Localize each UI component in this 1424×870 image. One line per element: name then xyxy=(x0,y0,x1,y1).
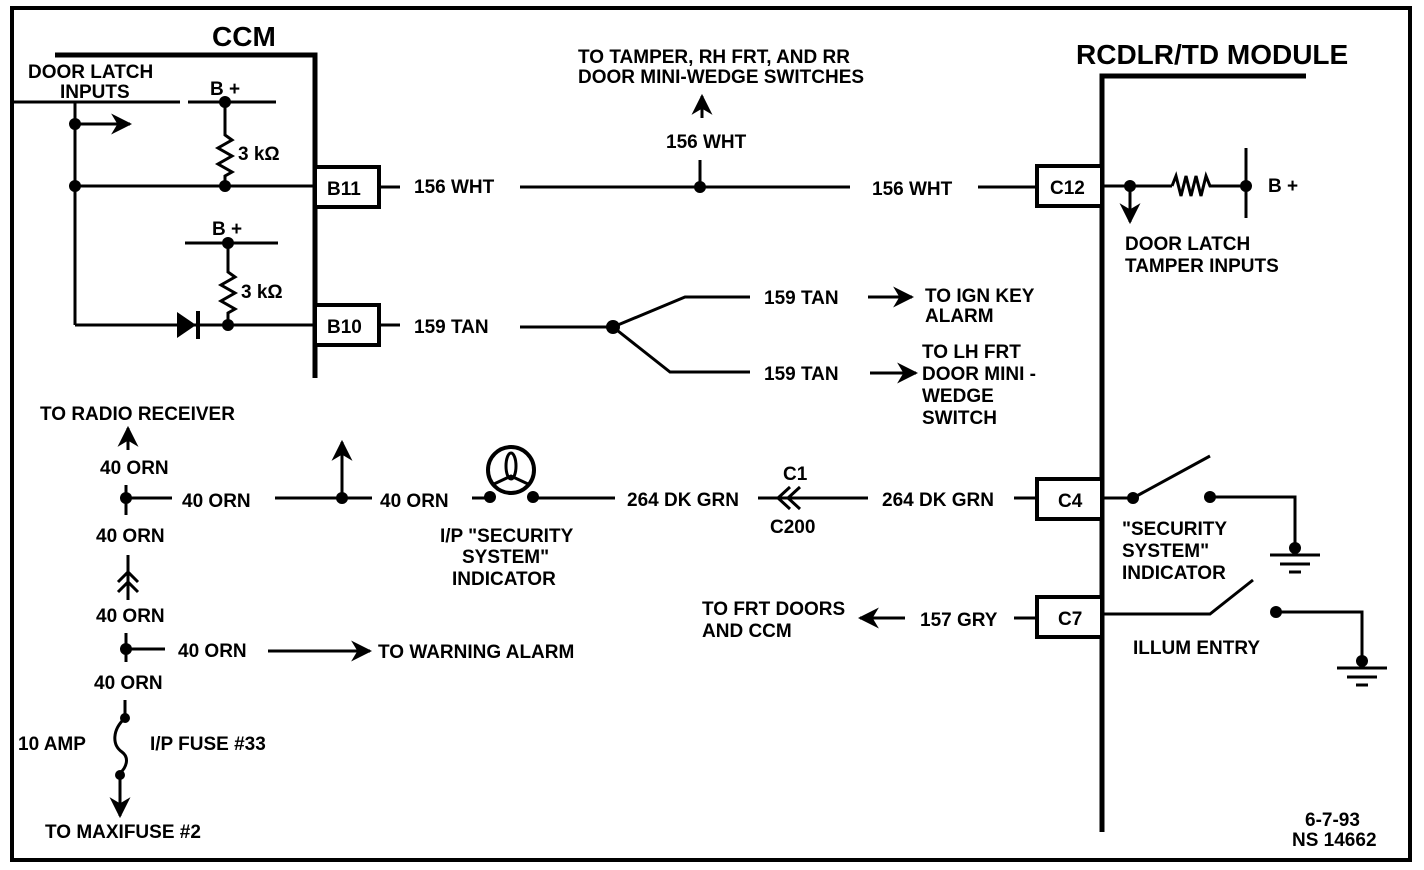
tamper-inputs-line-1: DOOR LATCH xyxy=(1125,234,1250,255)
rcdlr-module: RCDLR/TD MODULE C12 B + DOOR LATCH TAMPE… xyxy=(1035,39,1387,832)
lamp-filament xyxy=(504,451,518,481)
tamper-dest-line-2: DOOR MINI-WEDGE SWITCHES xyxy=(578,67,864,88)
ip-indicator-line-1: I/P "SECURITY xyxy=(440,526,574,547)
frt-doors-dest-line-1: TO FRT DOORS xyxy=(702,599,845,620)
footer-ref: NS 14662 xyxy=(1292,830,1377,851)
wire-159-main-label: 159 TAN xyxy=(414,317,489,338)
junction-dot xyxy=(1240,180,1252,192)
fuse-name-label: I/P FUSE #33 xyxy=(150,734,266,755)
tamper-inputs-line-2: TAMPER INPUTS xyxy=(1125,256,1279,277)
security-switch-icon xyxy=(1132,454,1211,500)
illum-entry-switch-icon xyxy=(1102,578,1254,616)
diagram-frame xyxy=(10,6,1412,862)
wire-40-bottom-label: 40 ORN xyxy=(94,673,163,694)
wire-40-h2-label: 40 ORN xyxy=(380,491,449,512)
ip-indicator-line-3: INDICATOR xyxy=(452,569,556,590)
lh-frt-dest-line-1: TO LH FRT xyxy=(922,342,1021,363)
junction-dot xyxy=(222,319,234,331)
wire-40-h3-label: 40 ORN xyxy=(178,641,247,662)
wire-159-lower-label: 159 TAN xyxy=(764,364,839,385)
wire-264-right-label: 264 DK GRN xyxy=(882,490,994,511)
wire-264-left-label: 264 DK GRN xyxy=(627,490,739,511)
security-switch-line-3: INDICATOR xyxy=(1122,563,1226,584)
b-plus-label-1: B + xyxy=(210,79,240,100)
ign-key-dest-line-2: ALARM xyxy=(925,306,994,327)
inline-connector-bottom-label: C200 xyxy=(770,517,815,538)
rcdlr-b-plus-label: B + xyxy=(1268,176,1298,197)
footer-date: 6-7-93 xyxy=(1305,810,1360,831)
fuse-rating-label: 10 AMP xyxy=(18,734,86,755)
rcdlr-title: RCDLR/TD MODULE xyxy=(1076,39,1348,70)
connector-c4-label: C4 xyxy=(1058,491,1083,512)
ip-indicator-line-2: SYSTEM" xyxy=(462,547,549,568)
resistor-label-1: 3 kΩ xyxy=(238,144,280,165)
lamp-terminal-dot xyxy=(484,491,496,503)
connector-b10-label: B10 xyxy=(327,317,362,338)
resistor-label-2: 3 kΩ xyxy=(241,282,283,303)
inline-connector-icon xyxy=(775,485,802,511)
wire-157-label: 157 GRY xyxy=(920,610,998,631)
pullup-resistor-icon xyxy=(1170,171,1245,197)
security-switch-line-1: "SECURITY xyxy=(1122,519,1227,540)
radio-dest-label: TO RADIO RECEIVER xyxy=(40,404,235,425)
ccm-title: CCM xyxy=(212,21,276,52)
ip-security-indicator: I/P "SECURITY SYSTEM" INDICATOR xyxy=(440,445,574,590)
wire-branch-lower xyxy=(612,325,750,374)
wire-159-upper-label: 159 TAN xyxy=(764,288,839,309)
circuit-264-dk-grn: 264 DK GRN C1 C200 264 DK GRN xyxy=(533,464,1035,538)
diode-icon xyxy=(177,312,196,338)
connector-b11 xyxy=(313,165,381,209)
lh-frt-dest-line-2: DOOR MINI - xyxy=(922,364,1036,385)
wire-40-mid-label: 40 ORN xyxy=(96,526,165,547)
ign-key-dest-line-1: TO IGN KEY xyxy=(925,286,1035,307)
ground-icon xyxy=(1337,666,1387,687)
connector-c12-label: C12 xyxy=(1050,178,1085,199)
ground-dot xyxy=(1289,542,1301,554)
connector-b10 xyxy=(313,303,381,347)
door-latch-label-2: INPUTS xyxy=(60,82,130,103)
wire-40-top-label: 40 ORN xyxy=(100,458,169,479)
illum-entry-label: ILLUM ENTRY xyxy=(1133,638,1260,659)
inline-connector-top-label: C1 xyxy=(783,464,808,485)
fuse-icon xyxy=(113,716,128,775)
circuit-159-tan: 159 TAN 159 TAN TO IGN KEY ALARM 159 TAN… xyxy=(381,286,1036,429)
frt-doors-dest-line-2: AND CCM xyxy=(702,621,792,642)
wire-segment xyxy=(1210,495,1297,548)
warning-dest-label: TO WARNING ALARM xyxy=(378,642,574,663)
ccm-boundary xyxy=(55,52,318,378)
wire-156-left-label: 156 WHT xyxy=(414,177,495,198)
circuit-157-gry: TO FRT DOORS AND CCM 157 GRY xyxy=(702,599,1035,642)
b-plus-label-2: B + xyxy=(212,219,242,240)
ccm-module: CCM DOOR LATCH INPUTS B + 3 kΩ B + 3 kΩ … xyxy=(12,21,381,378)
ground-icon xyxy=(1270,553,1320,574)
maxifuse-dest-label: TO MAXIFUSE #2 xyxy=(45,822,201,843)
connector-c7 xyxy=(1035,595,1104,639)
resistor-3k-icon xyxy=(214,102,236,186)
door-latch-label-1: DOOR LATCH xyxy=(28,62,153,83)
tamper-dest-line-1: TO TAMPER, RH FRT, AND RR xyxy=(578,47,850,68)
lh-frt-dest-line-4: SWITCH xyxy=(922,408,997,429)
inline-connector-icon xyxy=(116,569,140,594)
connector-b11-label: B11 xyxy=(327,179,361,200)
security-switch-line-2: SYSTEM" xyxy=(1122,541,1209,562)
resistor-3k-icon xyxy=(217,243,239,325)
rcdlr-boundary xyxy=(1099,73,1306,832)
ground-dot xyxy=(1356,655,1368,667)
circuit-156-wht: 156 WHT 156 WHT TO TAMPER, RH FRT, AND R… xyxy=(381,47,1035,200)
wire-156-mid-label: 156 WHT xyxy=(666,132,747,153)
wire-156-right-label: 156 WHT xyxy=(872,179,953,200)
connector-c7-label: C7 xyxy=(1058,609,1082,630)
wire-40-lower-label: 40 ORN xyxy=(96,606,165,627)
wire-segment xyxy=(1276,610,1364,660)
circuit-40-orn: TO RADIO RECEIVER 40 ORN 40 ORN 40 ORN 4… xyxy=(18,404,574,843)
lamp-filament-legs xyxy=(493,474,529,486)
wire-40-h1-label: 40 ORN xyxy=(182,491,251,512)
lh-frt-dest-line-3: WEDGE xyxy=(922,386,994,407)
wire-branch-upper xyxy=(612,295,750,329)
